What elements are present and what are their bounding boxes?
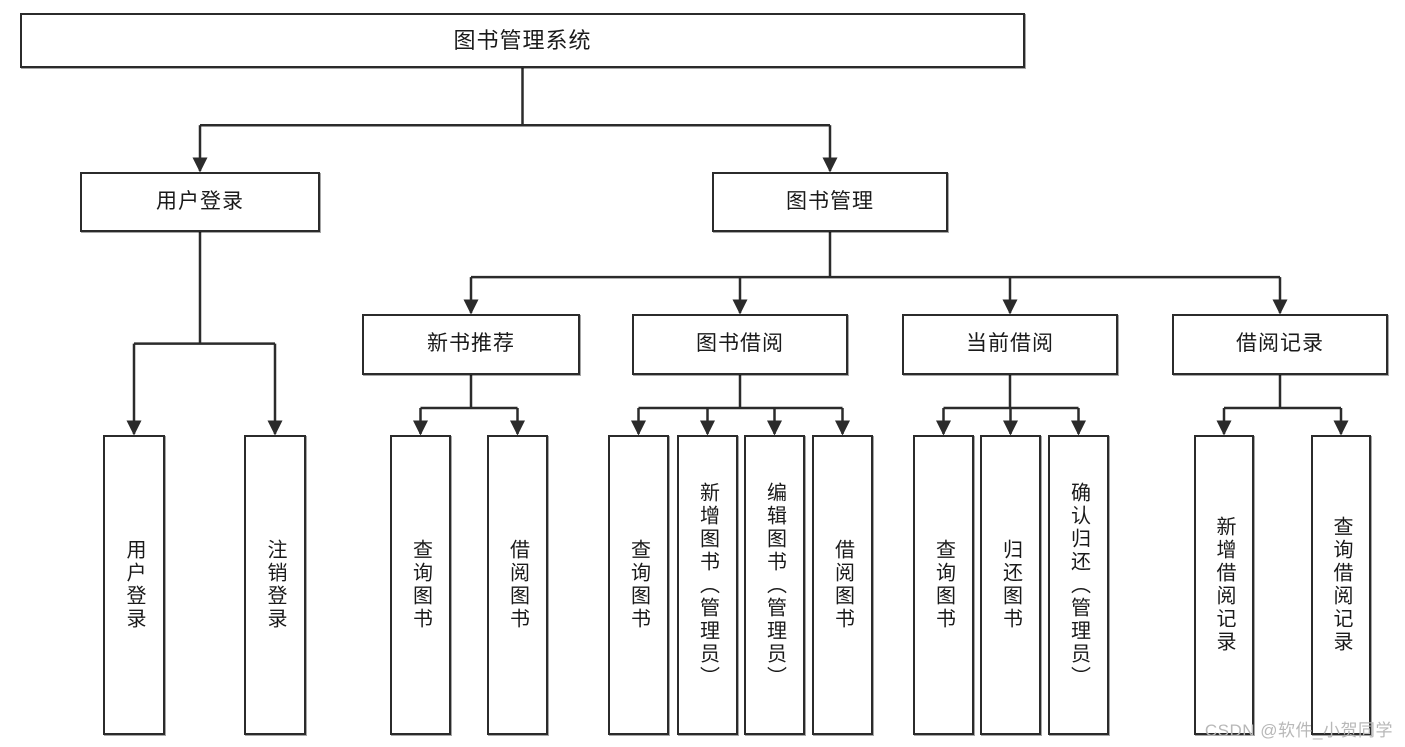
node-current-borrow[interactable]: 当前借阅 bbox=[902, 314, 1118, 375]
node-label: 借阅图书 bbox=[506, 539, 529, 631]
node-label: 图书管理系统 bbox=[453, 27, 592, 53]
node-leaf-user-login[interactable]: 用户登录 bbox=[103, 435, 165, 735]
node-label: 借阅记录 bbox=[1236, 332, 1324, 356]
node-label: 查询借阅记录 bbox=[1330, 516, 1352, 654]
node-book-borrow[interactable]: 图书借阅 bbox=[632, 314, 848, 375]
node-label: 用户登录 bbox=[156, 189, 244, 213]
node-leaf-borrow-1[interactable]: 借阅图书 bbox=[487, 435, 548, 735]
node-label: 注销登录 bbox=[264, 539, 286, 631]
node-leaf-query-rec[interactable]: 查询借阅记录 bbox=[1311, 435, 1371, 735]
node-leaf-logout[interactable]: 注销登录 bbox=[244, 435, 306, 735]
node-label: 新增借阅记录 bbox=[1213, 516, 1235, 654]
node-user-login[interactable]: 用户登录 bbox=[80, 172, 320, 232]
node-borrow-record[interactable]: 借阅记录 bbox=[1172, 314, 1388, 375]
node-label: 查询图书 bbox=[627, 539, 650, 631]
node-label: 图书借阅 bbox=[696, 332, 784, 356]
node-label: 归还图书 bbox=[999, 539, 1022, 631]
node-leaf-confirm[interactable]: 确认归还（管理员） bbox=[1048, 435, 1109, 735]
node-leaf-query-2[interactable]: 查询图书 bbox=[608, 435, 669, 735]
node-label: 新书推荐 bbox=[427, 332, 515, 356]
node-root[interactable]: 图书管理系统 bbox=[20, 13, 1025, 68]
node-leaf-add-rec[interactable]: 新增借阅记录 bbox=[1194, 435, 1254, 735]
node-label: 新增图书（管理员） bbox=[696, 481, 719, 689]
node-label: 查询图书 bbox=[932, 539, 955, 631]
node-leaf-add-book[interactable]: 新增图书（管理员） bbox=[677, 435, 738, 735]
node-label: 图书管理 bbox=[786, 189, 874, 213]
node-label: 用户登录 bbox=[123, 539, 145, 631]
node-leaf-query-3[interactable]: 查询图书 bbox=[913, 435, 974, 735]
node-leaf-query-1[interactable]: 查询图书 bbox=[390, 435, 451, 735]
node-label: 确认归还（管理员） bbox=[1067, 481, 1090, 689]
node-label: 当前借阅 bbox=[966, 332, 1054, 356]
node-book-manage[interactable]: 图书管理 bbox=[712, 172, 948, 232]
node-label: 借阅图书 bbox=[831, 539, 854, 631]
node-new-book-rec[interactable]: 新书推荐 bbox=[362, 314, 580, 375]
node-leaf-edit-book[interactable]: 编辑图书（管理员） bbox=[744, 435, 805, 735]
node-label: 编辑图书（管理员） bbox=[763, 481, 786, 689]
watermark-text: CSDN @软件_小贺同学 bbox=[1204, 721, 1393, 740]
node-leaf-borrow-2[interactable]: 借阅图书 bbox=[812, 435, 873, 735]
node-label: 查询图书 bbox=[409, 539, 432, 631]
node-leaf-return[interactable]: 归还图书 bbox=[980, 435, 1041, 735]
